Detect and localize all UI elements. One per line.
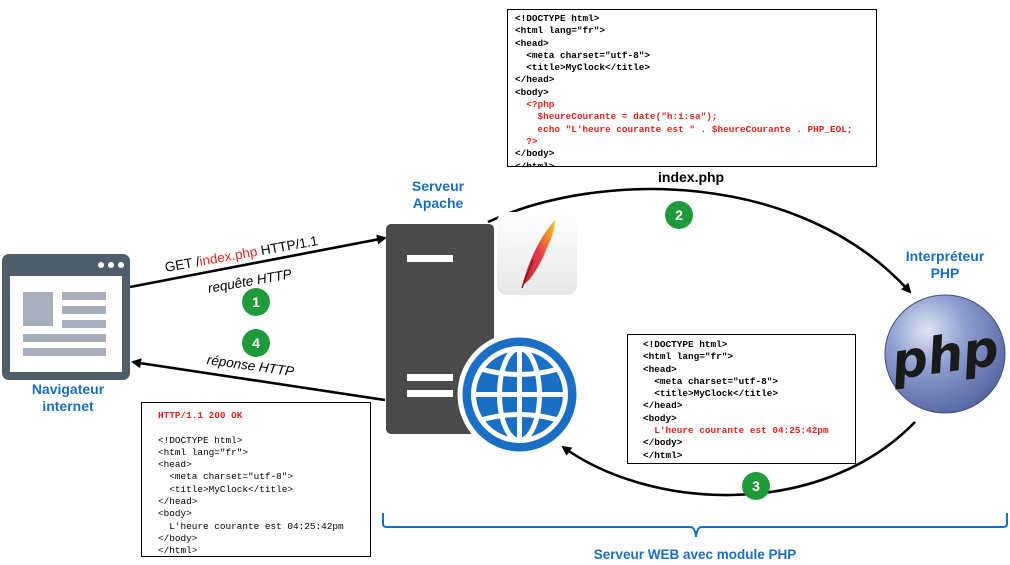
php-source-code-box: <!DOCTYPE html><html lang="fr"><head> <m… (507, 9, 877, 167)
code-line: $heureCourante = date("h:i:sa"); (515, 111, 718, 123)
step-badge-4: 4 (242, 329, 270, 357)
php-logo-icon: php (884, 294, 1006, 414)
code-line (158, 422, 370, 434)
code-line: <!DOCTYPE html> (158, 434, 243, 446)
code-line: <title>MyClock</title> (515, 62, 651, 74)
code-line: <meta charset="utf-8"> (515, 49, 651, 61)
module-label: Serveur WEB avec module PHP (593, 547, 797, 562)
code-line: </head> (643, 400, 683, 412)
code-line: <html lang="fr"> (515, 25, 606, 37)
code-line: </html> (158, 545, 198, 557)
code-line: <body> (643, 412, 677, 424)
code-line: <html lang="fr"> (158, 446, 249, 458)
code-line: L'heure courante est 04:25:42pm (158, 520, 344, 532)
interpreter-label: Interpréteur PHP (905, 248, 985, 281)
code-line: </body> (158, 532, 198, 544)
server-label: Serveur Apache (411, 178, 465, 211)
code-line: <?php (515, 99, 555, 111)
code-line: <title>MyClock</title> (643, 388, 779, 400)
browser-window-icon (2, 254, 130, 380)
module-brace (382, 513, 1008, 538)
http-response-box: HTTP/1.1 200 OK <!DOCTYPE html><html lang… (141, 402, 371, 557)
response-arrow (131, 358, 386, 402)
step-badge-1: 1 (242, 288, 270, 316)
code-line: <body> (515, 86, 549, 98)
code-line: </html> (515, 160, 555, 167)
code-line: <!DOCTYPE html> (515, 13, 600, 24)
step-badge-3: 3 (742, 472, 770, 500)
code-line: <body> (158, 508, 192, 520)
file-label: index.php (658, 169, 725, 185)
code-line: </head> (515, 74, 555, 86)
code-line: </head> (158, 496, 198, 508)
code-line: echo "L'heure courante est " . $heureCou… (515, 123, 853, 135)
code-line: <meta charset="utf-8"> (643, 375, 779, 387)
code-line: <html lang="fr"> (643, 351, 734, 363)
code-line: <head> (515, 37, 549, 49)
code-line: <head> (643, 363, 677, 375)
php-output-box: <!DOCTYPE html><html lang="fr"><head> <m… (627, 334, 856, 464)
code-line: </body> (643, 437, 683, 449)
forward-arc (487, 187, 912, 294)
code-line: HTTP/1.1 200 OK (158, 410, 243, 421)
code-line: </html> (643, 449, 683, 461)
code-line: <!DOCTYPE html> (643, 339, 728, 350)
step-badge-2: 2 (665, 201, 693, 229)
browser-label: Navigateur internet (31, 381, 105, 414)
code-line: <title>MyClock</title> (158, 483, 294, 495)
request-arrow (129, 234, 387, 289)
code-line: </body> (515, 148, 555, 160)
code-line: <meta charset="utf-8"> (158, 471, 294, 483)
code-line: L'heure courante est 04:25:42pm (643, 425, 829, 437)
code-line: ?> (515, 135, 538, 147)
apache-feather-icon (497, 212, 577, 295)
return-arc (561, 421, 916, 497)
code-line: <head> (158, 459, 192, 471)
globe-icon (457, 332, 582, 457)
